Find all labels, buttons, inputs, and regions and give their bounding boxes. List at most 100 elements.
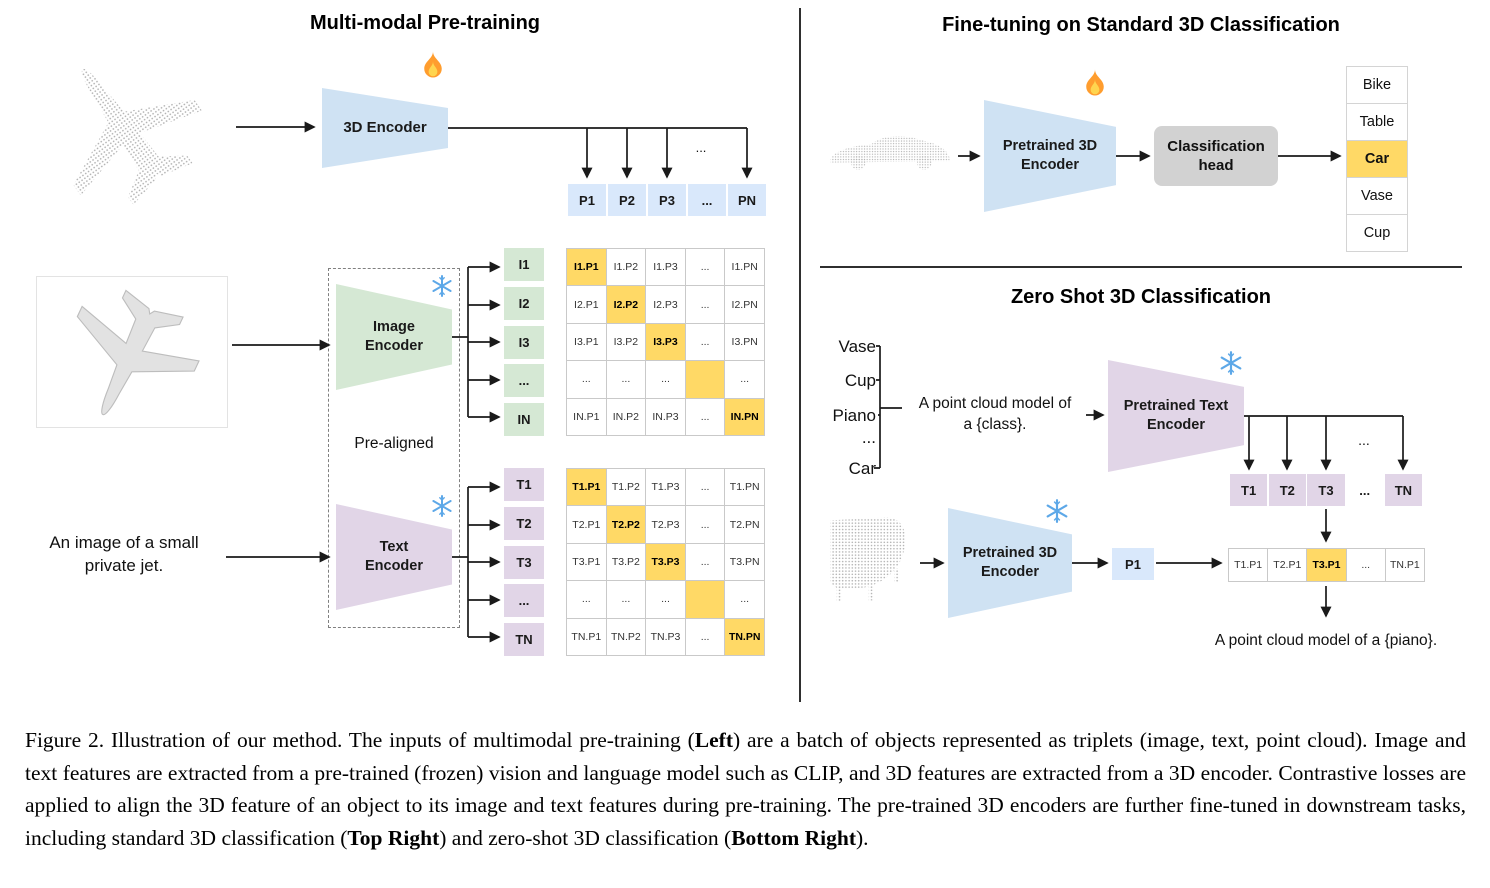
fan-ellipsis: ...	[1358, 432, 1370, 448]
fan-ellipsis: ...	[695, 140, 707, 155]
matrix-cell: ...	[685, 398, 725, 435]
class-cell-highlighted: Car	[1347, 141, 1407, 177]
feature-cell: T1	[504, 468, 544, 501]
matrix-cell: T2.P2	[606, 506, 646, 543]
similarity-result-row: T1.P1 T2.P1 T3.P1 ... TN.P1	[1228, 548, 1425, 582]
class-word: Cup	[844, 371, 876, 390]
feature-cell: ...	[504, 364, 544, 398]
matrix-cell: T3.P3	[646, 543, 685, 581]
matrix-cell: T1.PN	[725, 469, 764, 506]
matrix-cell: T3.P2	[606, 543, 646, 581]
caption-bold-bottom-right: Bottom Right	[731, 826, 857, 851]
matrix-cell: ...	[685, 543, 725, 581]
matrix-cell: T2.P3	[646, 506, 685, 543]
encoder-3d: 3D Encoder	[322, 88, 448, 168]
matrix-cell: ...	[725, 581, 764, 618]
matrix-cell: IN.PN	[725, 398, 764, 435]
snowflake-icon	[432, 275, 452, 297]
matrix-cell: I1.PN	[725, 249, 764, 286]
matrix-cell: I3.P2	[606, 323, 646, 361]
t-feature-row: T1 T2 T3 ... TN	[1230, 474, 1422, 506]
pretrained-3d-encoder-label-line2: Encoder	[1020, 157, 1079, 173]
caption-bold-left: Left	[694, 728, 733, 752]
matrix-cell: T1.P3	[646, 469, 685, 506]
matrix-cell: I2.P1	[567, 286, 606, 323]
snowflake-icon	[1220, 351, 1242, 375]
matrix-cell: IN.P2	[606, 398, 646, 435]
matrix-cell: ...	[685, 323, 725, 361]
matrix-cell: I2.PN	[725, 286, 764, 323]
feature-cell: I3	[504, 325, 544, 359]
snowflake-icon	[432, 495, 452, 517]
matrix-cell: ...	[1346, 549, 1385, 581]
matrix-cell: TN.P1	[1385, 549, 1424, 581]
pretrained-3d-encoder-zeroshot: Pretrained 3D Encoder	[948, 508, 1072, 618]
matrix-cell: T3.P1	[567, 543, 606, 581]
matrix-cell: T1.P1	[567, 469, 606, 506]
jet-silhouette	[76, 289, 200, 416]
caption-text: Figure 2. Illustration of our method. Th…	[25, 728, 695, 752]
feature-cell: ...	[688, 184, 726, 216]
horizontal-divider	[820, 266, 1462, 268]
zeroshot-result-text: A point cloud model of a {piano}.	[1214, 632, 1438, 649]
prealigned-label: Pre-aligned	[354, 435, 434, 452]
pretrained-text-encoder-label-line2: Encoder	[1146, 417, 1205, 433]
matrix-cell: TN.P2	[606, 618, 646, 655]
image-encoder-label-line1: Image	[373, 319, 415, 336]
class-cell: Cup	[1347, 215, 1407, 251]
classification-head: Classification head	[1154, 126, 1278, 186]
matrix-cell: TN.PN	[725, 618, 764, 655]
line-class-words-bracket	[874, 345, 902, 469]
matrix-cell: T2.P1	[567, 506, 606, 543]
matrix-cell: ...	[646, 361, 685, 398]
feature-cell: T2	[504, 506, 544, 540]
matrix-cell: I1.P1	[567, 249, 606, 286]
encoder-3d-label: 3D Encoder	[343, 119, 427, 137]
prompt-text-line1: A point cloud model of	[918, 395, 1072, 412]
matrix-cell: I2.P2	[606, 286, 646, 323]
flame-icon	[424, 51, 442, 78]
feature-cell: P1	[568, 184, 606, 216]
matrix-cell: I3.P3	[646, 323, 685, 361]
pretrained-3d-encoder-zs-label-line2: Encoder	[980, 564, 1039, 580]
matrix-cell: TN.P3	[646, 618, 685, 655]
matrix-cell: I3.PN	[725, 323, 764, 361]
feature-cell: TN	[1384, 474, 1422, 506]
text-point-similarity-matrix: T1.P1 T1.P2 T1.P3 ... T1.PN T2.P1 T2.P2 …	[566, 468, 765, 656]
class-word: Car	[848, 459, 876, 478]
matrix-cell: ...	[685, 506, 725, 543]
classification-head-label-line1: Classification	[1167, 137, 1265, 155]
matrix-cell: ...	[646, 581, 685, 618]
feature-cell: T3	[504, 545, 544, 579]
finetune-title: Fine-tuning on Standard 3D Classificatio…	[942, 14, 1340, 36]
matrix-cell: ...	[685, 249, 725, 286]
matrix-cell: T2.P1	[1268, 549, 1307, 581]
matrix-cell-highlighted: T3.P1	[1307, 549, 1346, 581]
prompt-text: A point cloud model of a {class}.	[903, 394, 1087, 436]
matrix-cell: I3.P1	[567, 323, 606, 361]
caption-text: ) are a batch of objects represented as …	[25, 728, 1466, 851]
matrix-cell: TN.P1	[567, 618, 606, 655]
prompt-text-line2: a {class}.	[963, 415, 1027, 433]
piano-point-cloud	[830, 517, 906, 602]
p-feature-row: P1 P2 P3 ... PN	[568, 184, 766, 216]
class-word: Piano	[832, 406, 876, 425]
caption-bold-top-right: Top Right	[347, 826, 440, 851]
class-list-table: Bike Table Car Vase Cup	[1346, 66, 1408, 252]
feature-cell: I1	[504, 248, 544, 281]
pretrained-text-encoder-label-line1: Pretrained Text	[1123, 398, 1229, 415]
image-point-similarity-matrix: I1.P1 I1.P2 I1.P3 ... I1.PN I2.P1 I2.P2 …	[566, 248, 765, 436]
p1-feature-cell: P1	[1112, 548, 1154, 580]
pretrained-3d-encoder-zs-label-line1: Pretrained 3D	[962, 545, 1058, 562]
airplane-point-cloud	[73, 68, 202, 205]
matrix-cell: IN.P1	[567, 398, 606, 435]
feature-cell-ellipsis: ...	[1359, 482, 1371, 498]
jet-image	[36, 276, 228, 428]
matrix-cell	[685, 361, 725, 398]
text-encoder-label-line1: Text	[379, 539, 409, 556]
prealigned-box	[328, 268, 460, 628]
matrix-cell: ...	[685, 286, 725, 323]
matrix-cell: IN.P3	[646, 398, 685, 435]
caption-text: ) and zero-shot 3D classification (	[439, 826, 732, 851]
